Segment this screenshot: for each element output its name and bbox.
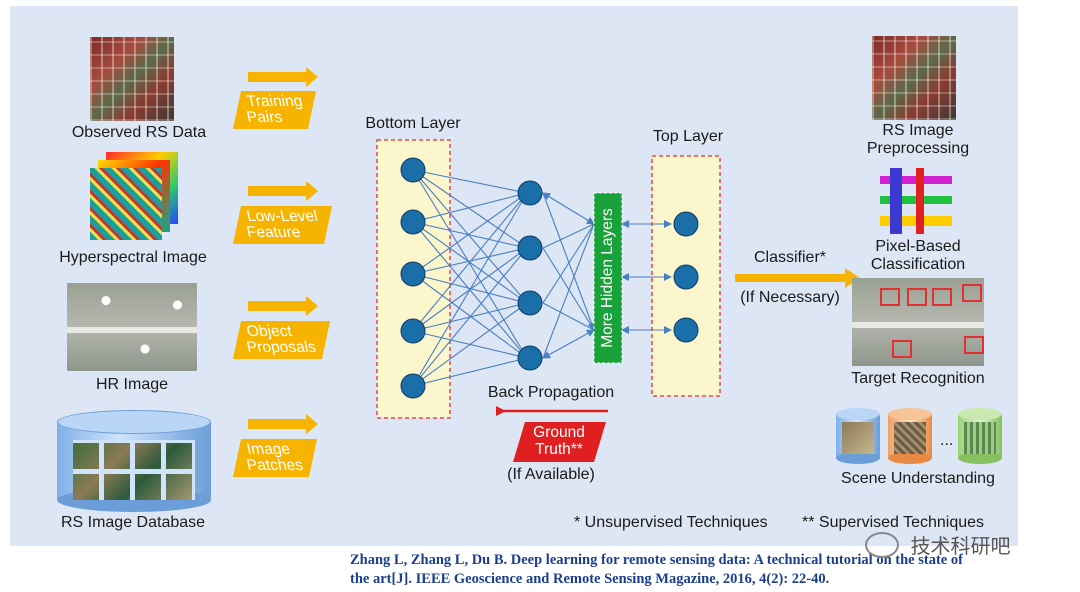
output-preprocessing-l1: RS Image (882, 122, 954, 139)
pixel-classification-image (880, 168, 952, 234)
observed-rs-image (90, 37, 174, 121)
output-pixel-l1: Pixel-Based (875, 238, 961, 255)
bottom-layer-label: Bottom Layer (365, 115, 461, 132)
back-propagation-label: Back Propagation (487, 384, 615, 401)
bottom-node (400, 209, 426, 235)
output-preprocessing-l2: Preprocessing (866, 140, 970, 157)
footnote-unsupervised: * Unsupervised Techniques (574, 514, 768, 531)
scene-cylinder-orange (888, 408, 932, 464)
ground-truth-line2: Truth** (535, 441, 583, 458)
ground-truth-label: Ground Truth** (533, 424, 585, 458)
citation-line1: Zhang L, Zhang L, Du B. Deep learning fo… (350, 552, 963, 568)
arrow-patches (248, 414, 318, 434)
preprocessing-image (872, 36, 956, 120)
citation: Zhang L, Zhang L, Du B. Deep learning fo… (350, 551, 1070, 589)
output-target-label: Target Recognition (851, 370, 985, 387)
top-layer-nodes (673, 211, 699, 343)
input-label-observed: Observed RS Data (71, 124, 207, 141)
watermark-text: 技术科研吧 (910, 536, 1011, 558)
wechat-watermark: 技术科研吧 (865, 530, 1011, 559)
target-recognition-image (852, 278, 984, 366)
arrow-training (248, 67, 318, 87)
input-label-database: RS Image Database (60, 514, 206, 531)
output-scene-label: Scene Understanding (841, 470, 995, 487)
bottom-node (400, 373, 426, 399)
bottom-node (400, 318, 426, 344)
bottom-to-middle-edges (412, 169, 528, 387)
bottom-layer-nodes (400, 157, 426, 399)
rs-database-cylinder (57, 410, 211, 512)
middle-node (517, 180, 543, 206)
middle-node (517, 345, 543, 371)
top-node (673, 264, 699, 290)
hr-airport-image (67, 283, 197, 371)
ground-truth-box (513, 422, 606, 462)
footnote-supervised: ** Supervised Techniques (802, 514, 985, 531)
ground-truth-line1: Ground (533, 424, 585, 441)
if-available-label: (If Available) (507, 466, 595, 483)
hidden-layers-label: More Hidden Layers (599, 208, 616, 348)
input-label-hyperspectral: Hyperspectral Image (59, 249, 207, 266)
hidden-to-top-edges (621, 220, 672, 334)
arrow-object (248, 296, 318, 316)
top-node (673, 317, 699, 343)
hidden-layers-box (593, 192, 623, 364)
if-necessary-label: (If Necessary) (740, 289, 840, 306)
wechat-icon (865, 531, 899, 558)
arrow-lowlevel (248, 181, 318, 201)
input-label-hr: HR Image (95, 376, 169, 393)
output-pixel-l2: Classification (870, 256, 966, 273)
scene-ellipsis: ... (940, 432, 954, 449)
scene-cylinder-blue (836, 408, 880, 464)
scene-cylinder-green (958, 408, 1002, 464)
hyperspectral-cube (84, 152, 184, 244)
middle-layer-nodes (517, 180, 543, 371)
top-layer-label: Top Layer (652, 128, 724, 145)
top-node (673, 211, 699, 237)
middle-node (517, 235, 543, 261)
citation-line2: the art[J]. IEEE Geoscience and Remote S… (350, 571, 830, 587)
bottom-node (400, 157, 426, 183)
bottom-node (400, 261, 426, 287)
middle-to-hidden-edges (542, 192, 596, 359)
middle-node (517, 290, 543, 316)
classifier-label: Classifier* (753, 249, 827, 266)
